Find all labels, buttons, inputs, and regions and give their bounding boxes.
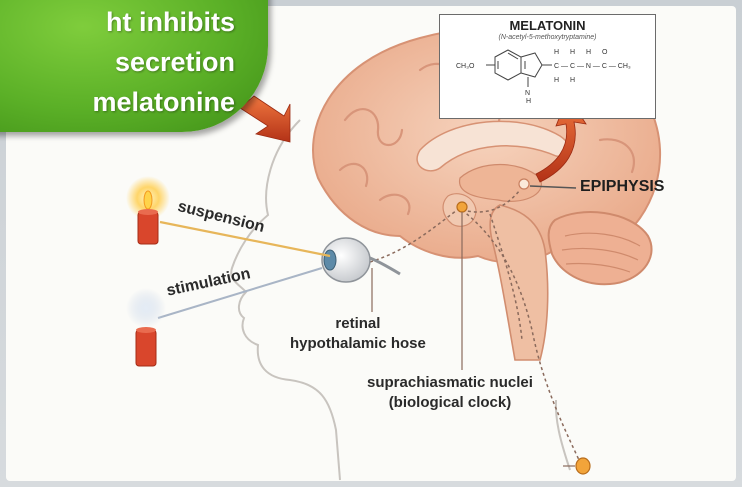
formula-h-1: H: [554, 49, 559, 56]
headline-line-1: ht inhibits: [10, 2, 235, 42]
headline-banner: ht inhibits secretion melatonine: [0, 0, 268, 132]
epiphysis-label: EPIPHYSIS: [580, 178, 664, 196]
scn-label-line-2: (biological clock): [367, 393, 533, 413]
scn-label-line-1: suprachiasmatic nuclei: [367, 373, 533, 393]
scn-label: suprachiasmatic nuclei (biological clock…: [367, 373, 533, 413]
formula-h-4: H: [554, 77, 559, 84]
retinal-label-line-2: hypothalamic hose: [290, 334, 426, 354]
retinal-label-line-1: retinal: [290, 314, 426, 334]
formula-chain: C — C — N — C — CH₃: [554, 63, 631, 70]
pineal-gland: [519, 179, 529, 189]
headline-text: ht inhibits secretion melatonine: [10, 2, 235, 122]
lit-candle-icon: [126, 176, 170, 244]
formula-o: O: [602, 49, 608, 56]
formula-nh: N: [525, 90, 530, 97]
melatonin-formula-box: MELATONIN (N-acetyl-5-methoxytryptamine)…: [439, 14, 656, 119]
unlit-candle-icon: [126, 288, 166, 366]
headline-line-2: secretion: [10, 42, 235, 82]
eye: [322, 238, 400, 282]
headline-line-3: melatonine: [10, 82, 235, 122]
melatonin-structure: CH₃O C — C — N — C — CH₃ N H H H H O H H: [440, 15, 655, 118]
formula-h-3: H: [586, 49, 591, 56]
formula-h-2: H: [570, 49, 575, 56]
formula-nh-h: H: [526, 98, 531, 105]
ganglion-dot: [576, 458, 590, 474]
formula-h-5: H: [570, 77, 575, 84]
formula-methoxy: CH₃O: [456, 63, 475, 70]
banner-arrow-icon: [240, 96, 290, 142]
scn-dot: [457, 202, 467, 212]
retinal-hypothalamic-label: retinal hypothalamic hose: [290, 314, 426, 354]
